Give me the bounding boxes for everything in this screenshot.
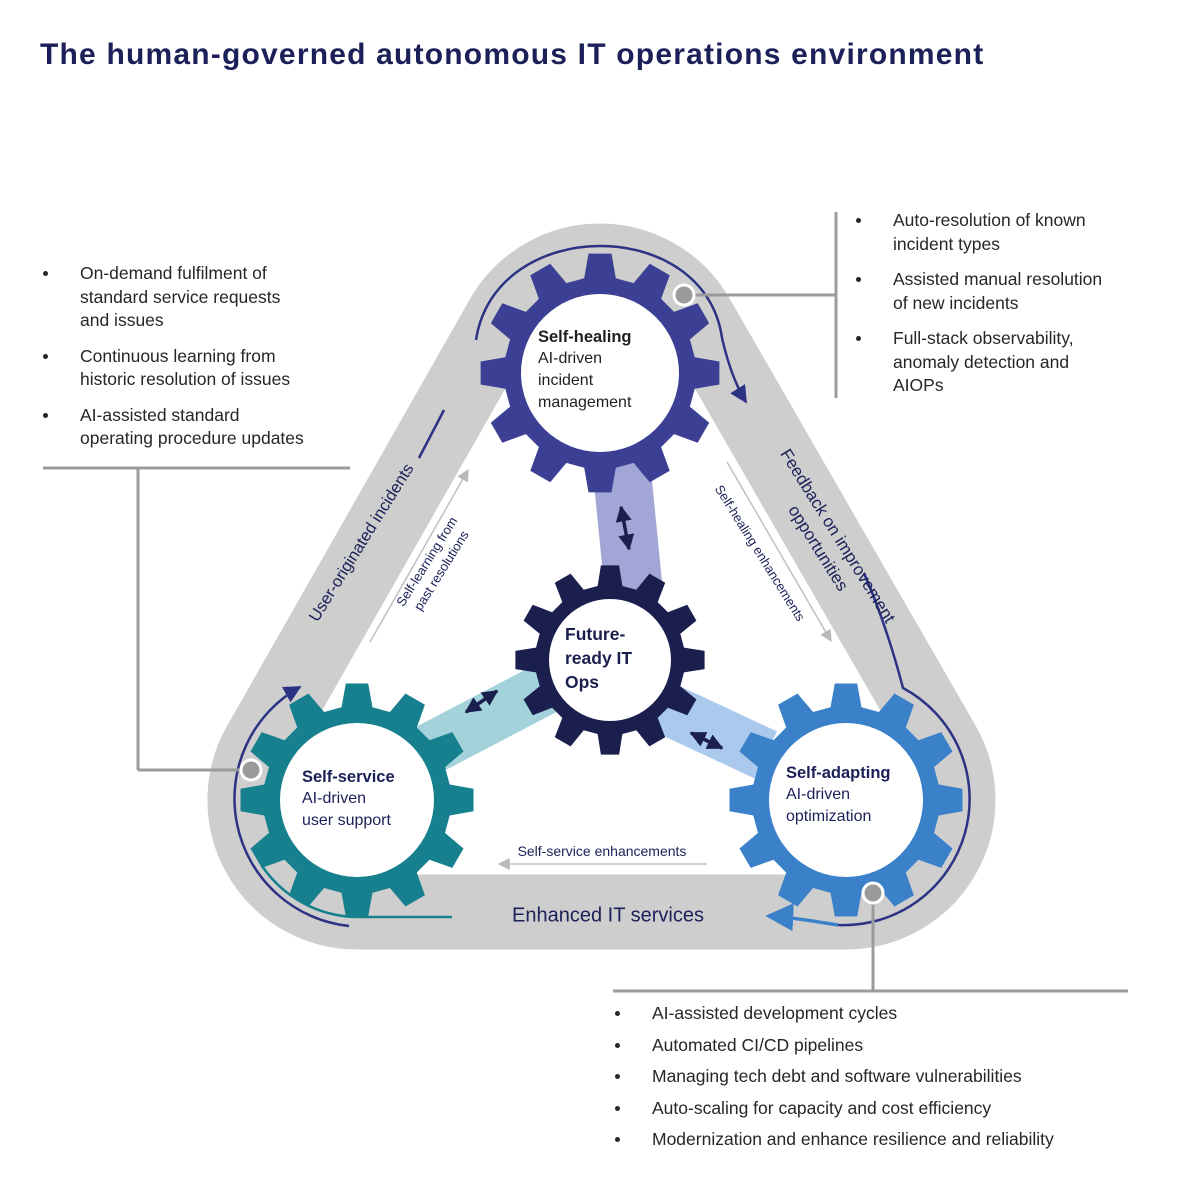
- flow-arc-left-edge: [417, 409, 446, 459]
- list-item-text: AI-assisted development cycles: [652, 1003, 898, 1023]
- flow-arrow-enhanced-services: [765, 903, 839, 932]
- flow-arc-self-adapting-gear: [837, 572, 971, 927]
- bullet-icon: [856, 268, 893, 315]
- self-healing-gear-center: [521, 294, 679, 452]
- double-arrow-top: [615, 505, 635, 551]
- list-item-text: Modernization and enhance resilience and…: [652, 1129, 1054, 1149]
- bullet-icon: [43, 345, 80, 392]
- list-item: Assisted manual resolution of new incide…: [856, 268, 1186, 315]
- connector-dot-self-service: [239, 758, 263, 782]
- bullet-icon: [615, 1002, 652, 1026]
- self-adapting-gear-label: Self-adapting AI-driven optimization: [786, 762, 891, 828]
- page-title: The human-governed autonomous IT operati…: [40, 38, 985, 71]
- list-item: Full-stack observability, anomaly detect…: [856, 327, 1186, 398]
- bullet-icon: [43, 404, 80, 451]
- bottom-callout-list: AI-assisted development cycles Automated…: [615, 1002, 1155, 1160]
- self-adapting-gear-center: [769, 723, 923, 877]
- link-band-top: [591, 449, 663, 596]
- inner-label-self-service-enhancements: Self-service enhancements: [517, 843, 687, 859]
- list-item-text: AI-assisted standard operating procedure…: [80, 404, 304, 449]
- list-item: Auto-resolution of known incident types: [856, 209, 1186, 256]
- bullet-icon: [856, 327, 893, 398]
- list-item: AI-assisted standard operating procedure…: [43, 404, 373, 451]
- list-item-text: On-demand fulfilment of standard service…: [80, 263, 281, 330]
- right-callout-list: Auto-resolution of known incident types …: [856, 209, 1186, 410]
- bullet-icon: [856, 209, 893, 256]
- self-adapting-subtitle: AI-driven optimization: [786, 786, 872, 825]
- future-ready-gear-center: [549, 599, 671, 721]
- self-service-title: Self-service: [302, 768, 395, 786]
- self-healing-gear-label: Self-healing AI-driven incident manageme…: [538, 326, 632, 414]
- self-service-gear-center: [280, 723, 434, 877]
- bullet-icon: [615, 1097, 652, 1121]
- left-callout-list: On-demand fulfilment of standard service…: [43, 262, 373, 463]
- future-ready-gear-label: Future- ready IT Ops: [565, 622, 632, 694]
- gray-arrow-left-edge: [369, 468, 469, 643]
- list-item: Continuous learning from historic resolu…: [43, 345, 373, 392]
- bullet-icon: [615, 1128, 652, 1152]
- list-item: AI-assisted development cycles: [615, 1002, 1155, 1026]
- list-item-text: Automated CI/CD pipelines: [652, 1034, 864, 1055]
- double-arrow-left: [464, 689, 499, 714]
- self-healing-subtitle: AI-driven incident management: [538, 350, 632, 411]
- list-item: Auto-scaling for capacity and cost effic…: [615, 1097, 1155, 1121]
- callout-connectors: [43, 212, 1128, 993]
- list-item-text: Assisted manual resolution of new incide…: [893, 269, 1103, 313]
- self-adapting-title: Self-adapting: [786, 764, 891, 782]
- list-item: On-demand fulfilment of standard service…: [43, 262, 373, 333]
- self-service-subtitle: AI-driven user support: [302, 790, 391, 829]
- flow-arc-self-service-gear: [233, 685, 350, 928]
- list-item-text: Auto-resolution of known incident types: [893, 210, 1086, 254]
- list-item: Automated CI/CD pipelines: [615, 1034, 1155, 1058]
- connector-dot-self-adapting: [861, 881, 885, 905]
- self-healing-title: Self-healing: [538, 328, 632, 346]
- double-arrow-right: [689, 731, 724, 750]
- bullet-icon: [43, 262, 80, 333]
- gray-arrow-right-edge: [726, 461, 832, 643]
- edge-label-enhanced-it-services: Enhanced IT services: [512, 904, 704, 927]
- future-ready-title: Future- ready IT Ops: [565, 624, 633, 692]
- bullet-icon: [615, 1065, 652, 1089]
- list-item-text: Full-stack observability, anomaly detect…: [893, 328, 1074, 395]
- list-item: Modernization and enhance resilience and…: [615, 1128, 1155, 1152]
- bullet-icon: [615, 1034, 652, 1058]
- flow-arc-top-gear: [474, 244, 748, 404]
- self-service-gear-label: Self-service AI-driven user support: [302, 766, 395, 832]
- list-item: Managing tech debt and software vulnerab…: [615, 1065, 1155, 1089]
- list-item-text: Auto-scaling for capacity and cost effic…: [652, 1097, 992, 1118]
- list-item-text: Continuous learning from historic resolu…: [80, 345, 291, 390]
- list-item-text: Managing tech debt and software vulnerab…: [652, 1066, 1022, 1086]
- connector-dot-self-healing: [672, 283, 696, 307]
